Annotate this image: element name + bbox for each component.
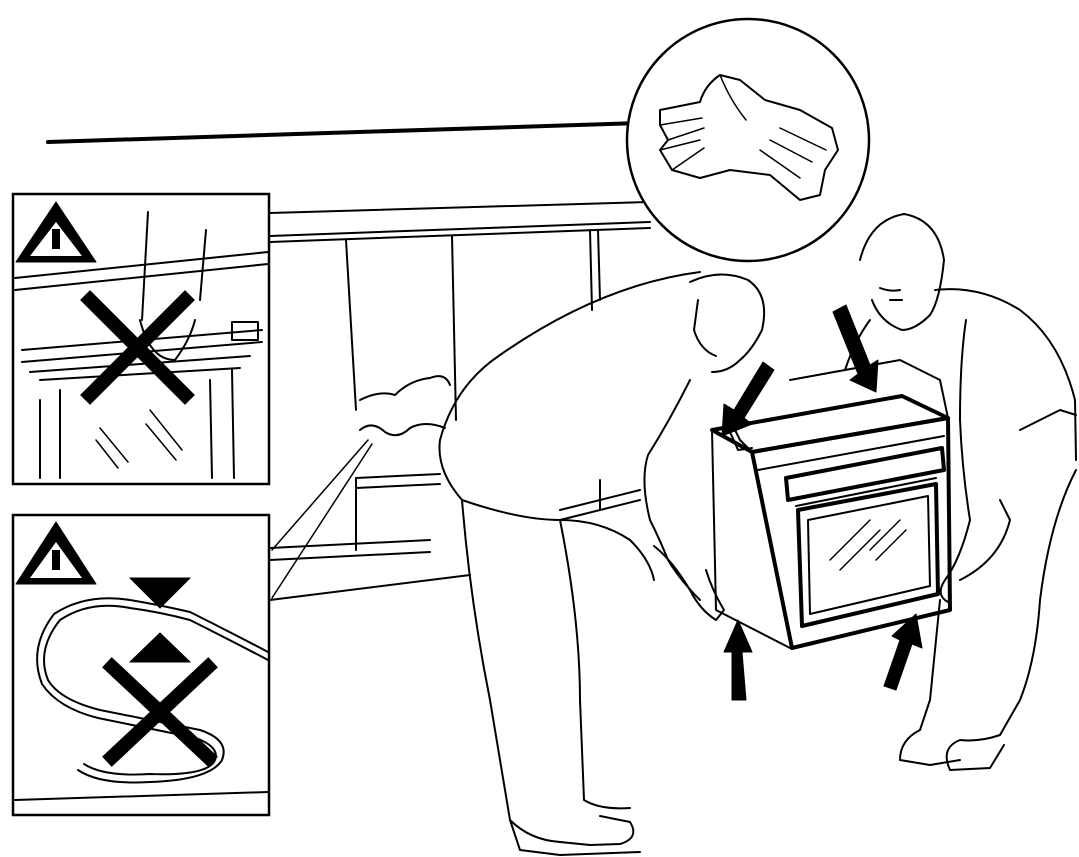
lift-arrow-icon — [722, 362, 774, 436]
cable-pinch-warning-panel — [13, 515, 269, 815]
lift-arrow-icon — [833, 305, 878, 392]
protective-glove-inset — [627, 19, 869, 261]
door-handle-warning-panel — [13, 194, 269, 484]
installer-person-right — [845, 214, 1076, 770]
lift-arrow-icon — [724, 620, 752, 700]
